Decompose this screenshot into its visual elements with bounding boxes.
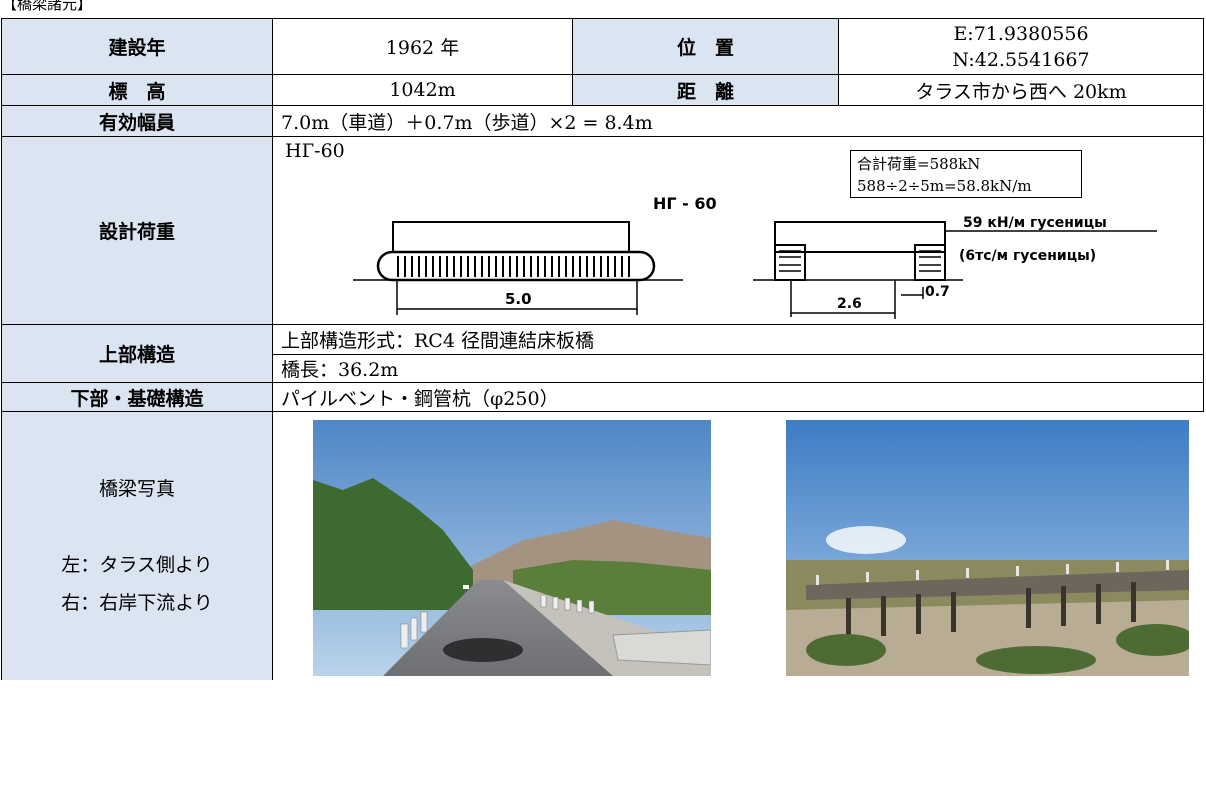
value-bridge-length: 橋長：36.2m bbox=[272, 354, 1204, 383]
dimension-track-width: 2.6 bbox=[837, 296, 862, 312]
total-load: 合計荷重=588kN bbox=[857, 155, 981, 173]
label-photos: 橋梁写真 bbox=[98, 477, 175, 500]
row-construction-year: 建設年 1962 年 位 置 E:71.9380556 N:42.5541667 bbox=[1, 18, 1204, 75]
design-load-diagram: НГ-60 合計荷重=588kN 588÷2÷5m=58.8kN/m НГ - … bbox=[272, 136, 1204, 325]
caption-left-photo: 左：タラス側より bbox=[61, 553, 213, 576]
load-formula: 588÷2÷5m=58.8kN/m bbox=[857, 177, 1032, 195]
value-substructure: パイルベント・鋼管杭（φ250） bbox=[272, 382, 1204, 412]
label-position: 位 置 bbox=[572, 18, 839, 75]
label-superstructure: 上部構造 bbox=[1, 324, 273, 383]
document-heading: 【橋梁諸元】 bbox=[2, 0, 93, 13]
dimension-length: 5.0 bbox=[505, 290, 532, 308]
bridge-downstream-photo bbox=[786, 420, 1189, 676]
value-superstructure-type: 上部構造形式：RC4 径間連結床板橋 bbox=[272, 324, 1204, 355]
caption-right-photo: 右：右岸下流より bbox=[61, 591, 213, 614]
label-distance: 距 離 bbox=[572, 74, 839, 106]
load-intensity: 59 кН/м гусеницы bbox=[963, 215, 1107, 231]
tracked-vehicle-drawing: НГ - 60 bbox=[353, 194, 1157, 319]
label-photos-cell: 橋梁写真 左：タラス側より 右：右岸下流より bbox=[1, 411, 273, 680]
value-construction-year: 1962 年 bbox=[272, 18, 573, 75]
track-hatching bbox=[397, 256, 630, 277]
label-substructure: 下部・基礎構造 bbox=[1, 382, 273, 412]
load-intensity-tc: (6тс/м гусеницы) bbox=[959, 248, 1096, 264]
row-design-load: 設計荷重 НГ-60 合計荷重=588kN 588÷2÷5m=58.8kN/m … bbox=[1, 136, 1204, 325]
bridge-spec-table: 建設年 1962 年 位 置 E:71.9380556 N:42.5541667… bbox=[1, 18, 1204, 680]
row-photos: 橋梁写真 左：タラス側より 右：右岸下流より bbox=[1, 411, 1204, 680]
vehicle-body-side bbox=[392, 221, 630, 253]
value-distance: タラス市から西へ 20km bbox=[838, 74, 1204, 106]
label-effective-width: 有効幅員 bbox=[1, 105, 273, 137]
label-construction-year: 建設年 bbox=[1, 18, 273, 75]
row-effective-width: 有効幅員 7.0m（車道）＋0.7m（歩道）×2 = 8.4m bbox=[1, 105, 1204, 137]
drawing-title: НГ - 60 bbox=[653, 194, 717, 213]
value-effective-width: 7.0m（車道）＋0.7m（歩道）×2 = 8.4m bbox=[272, 105, 1204, 137]
load-calculation-box: 合計荷重=588kN 588÷2÷5m=58.8kN/m bbox=[850, 150, 1082, 198]
row-substructure: 下部・基礎構造 パイルベント・鋼管杭（φ250） bbox=[1, 382, 1204, 412]
value-latitude: N:42.5541667 bbox=[952, 48, 1090, 71]
label-elevation: 標 高 bbox=[1, 74, 273, 106]
value-elevation: 1042m bbox=[272, 74, 573, 106]
value-position: E:71.9380556 N:42.5541667 bbox=[838, 18, 1204, 75]
row-elevation: 標 高 1042m 距 離 タラス市から西へ 20km bbox=[1, 74, 1204, 106]
load-standard: НГ-60 bbox=[285, 140, 345, 162]
road-view-photo bbox=[313, 420, 711, 676]
row-superstructure-type: 上部構造 上部構造形式：RC4 径間連結床板橋 bbox=[1, 324, 1204, 383]
value-longitude: E:71.9380556 bbox=[953, 22, 1089, 45]
photos-cell bbox=[272, 411, 1204, 680]
label-design-load: 設計荷重 bbox=[1, 136, 273, 325]
dimension-gap: 0.7 bbox=[925, 284, 950, 300]
vehicle-body-front bbox=[774, 221, 946, 253]
